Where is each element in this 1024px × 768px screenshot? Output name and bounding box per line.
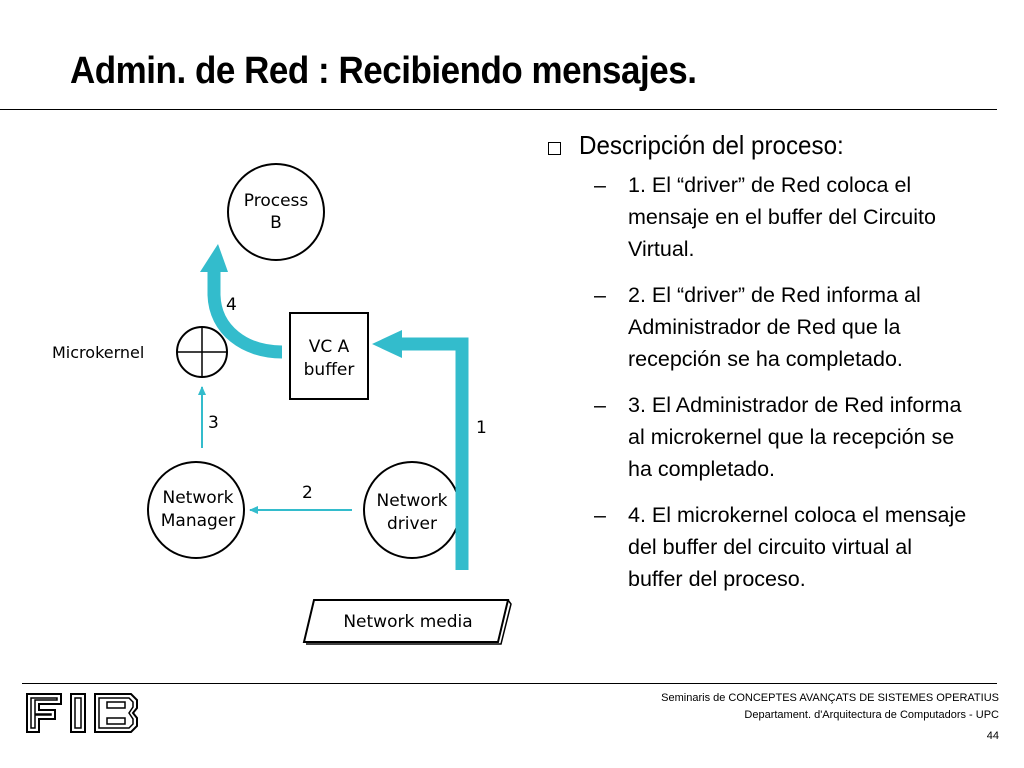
process-description: Descripción del proceso: – 1. El “driver… [548,130,978,609]
step-text-4: 4. El microkernel coloca el mensaje del … [628,503,967,591]
vc-buffer-label-2: buffer [304,360,355,380]
microkernel-node: Microkernel [52,326,228,378]
vc-buffer-label-1: VC A [309,337,350,357]
step-text-2: 2. El “driver” de Red informa al Adminis… [628,283,921,371]
network-driver-node: Network driver [363,461,461,559]
description-heading: Descripción del proceso: [579,130,844,160]
network-media: Network media [302,599,512,645]
process-b-label-2: B [270,213,282,233]
footer-department-line: Departament. d'Arquitectura de Computado… [744,709,999,721]
page-number: 44 [986,730,999,742]
network-manager-label-2: Manager [161,511,236,531]
step-text-3: 3. El Administrador de Red informa al mi… [628,393,962,481]
vc-buffer-node: VC A buffer [289,312,369,400]
arrow-step-4 [200,244,283,359]
network-manager-node: Network Manager [147,461,245,559]
list-item: – 3. El Administrador de Red informa al … [594,389,978,485]
dash-bullet: – [594,503,606,527]
step-label-2: 2 [302,483,313,503]
step-label-1: 1 [476,418,487,438]
step-text-1: 1. El “driver” de Red coloca el mensaje … [628,173,936,261]
microkernel-label: Microkernel [52,343,144,362]
step-label-3: 3 [208,413,219,433]
list-item: – 1. El “driver” de Red coloca el mensaj… [594,169,978,265]
network-driver-label-1: Network [377,491,448,511]
process-b-node: Process B [227,163,325,261]
arrow-step-1 [372,330,469,570]
list-item: – 2. El “driver” de Red informa al Admin… [594,279,978,375]
title-divider [0,109,997,110]
network-diagram: Process B Microkernel VC A buffer Networ… [52,163,512,645]
description-heading-row: Descripción del proceso: [548,130,978,161]
footer-credits: Seminaris de CONCEPTES AVANÇATS DE SISTE… [661,690,999,724]
process-b-label-1: Process [244,191,309,211]
network-driver-label-2: driver [387,514,437,534]
step-label-4: 4 [226,295,237,315]
dash-bullet: – [594,173,606,197]
slide-title: Admin. de Red : Recibiendo mensajes. [70,50,697,92]
network-manager-label-1: Network [163,488,234,508]
network-media-label: Network media [343,612,472,632]
fib-logo [26,693,138,733]
dash-bullet: – [594,393,606,417]
dash-bullet: – [594,283,606,307]
footer-seminar-line: Seminaris de CONCEPTES AVANÇATS DE SISTE… [661,692,999,704]
list-item: – 4. El microkernel coloca el mensaje de… [594,499,978,595]
step-list: – 1. El “driver” de Red coloca el mensaj… [594,169,978,595]
footer-divider [22,683,997,684]
square-bullet-icon [548,142,561,155]
